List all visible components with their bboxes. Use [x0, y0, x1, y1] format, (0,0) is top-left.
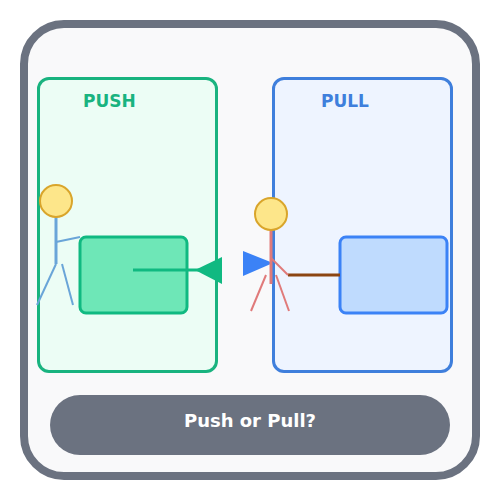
- figure-arm: [271, 258, 288, 275]
- figure-body: [55, 217, 58, 264]
- pushed-box: [80, 237, 187, 313]
- figure-head: [255, 198, 287, 230]
- pull-figure: [243, 198, 447, 313]
- figure-leg: [62, 264, 73, 305]
- pulled-box: [340, 237, 447, 313]
- push-arrow-shaft: [133, 269, 200, 272]
- panel-title: PUSH: [83, 91, 215, 111]
- pull-rope: [288, 274, 340, 277]
- outer-frame: [24, 24, 476, 476]
- figure-head: [40, 185, 72, 217]
- figure-arm: [56, 237, 80, 242]
- push-panel: PUSH: [37, 77, 218, 373]
- pull-arrow-head: [243, 251, 273, 276]
- figure-leg: [37, 264, 56, 305]
- panel-title: PULL: [321, 91, 450, 111]
- figure-body: [270, 228, 273, 284]
- question-band: Push or Pull?: [50, 395, 450, 455]
- push-arrow-head: [195, 257, 222, 284]
- pull-panel: PULL: [272, 77, 453, 373]
- band-text: Push or Pull?: [184, 410, 316, 431]
- push-figure: [37, 185, 222, 313]
- figure-leg: [251, 275, 266, 311]
- figure-leg: [276, 275, 289, 311]
